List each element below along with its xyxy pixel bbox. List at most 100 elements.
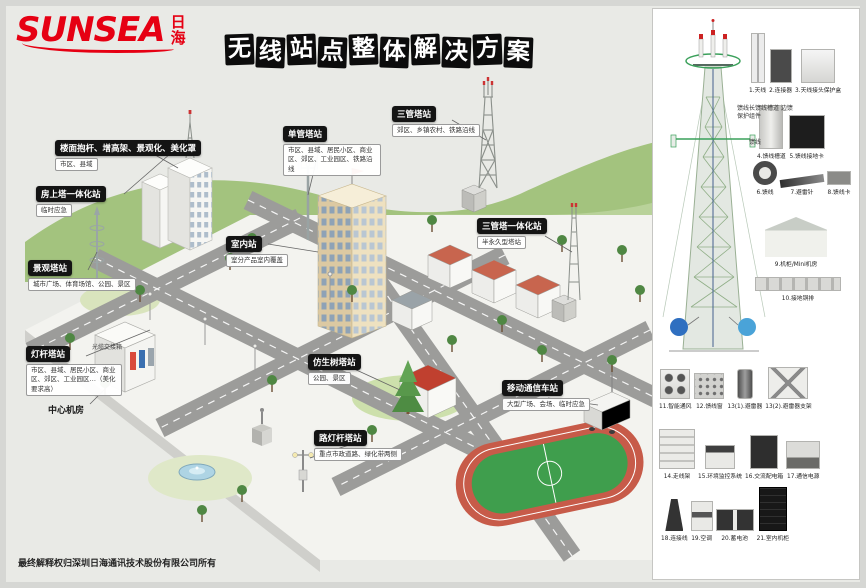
product-label: 12.馈线窗 — [696, 404, 723, 410]
cable-rack-product-image — [659, 429, 695, 469]
callout-title: 室内站 — [226, 236, 262, 252]
tower-label-feeder-trough: 馈线长馈线槽道 边馈保护组件 — [737, 105, 793, 120]
air-conditioner-product-image — [690, 501, 713, 531]
grounding-busbar-product-image — [755, 277, 841, 291]
callout-title: 仿生树塔站 — [308, 354, 361, 370]
arrester-bracket-product-image — [768, 367, 809, 399]
product-item: 5.馈线接地卡 — [788, 115, 825, 160]
callout-title: 景观塔站 — [28, 260, 73, 276]
callout-landscape-tower: 景观塔站 城市广场、体育场馆、公园、景区 — [28, 256, 136, 292]
grounding-kit-product-image — [788, 115, 825, 149]
title-char: 整 — [348, 33, 379, 66]
top-antennas — [698, 19, 728, 58]
product-label: 20.蓄电池 — [721, 536, 748, 542]
equipment-shelters — [461, 184, 577, 323]
lightning-rod-product-image — [779, 173, 825, 189]
product-label: 16.交流配电箱 — [745, 474, 784, 480]
page-title: 无线站点整体解决方案 — [224, 33, 534, 69]
callout-title: 房上塔一体化站 — [36, 186, 106, 202]
product-item: 7.避雷针 — [779, 173, 825, 196]
callout-three-tube-tower: 三管塔站 郊区、乡镇农村、铁路沿线 — [392, 102, 480, 138]
callout-indoor-site: 室内站 室分产品室内覆盖 — [226, 232, 288, 268]
tower-label-feeder: 馈线 — [749, 139, 762, 146]
callout-desc: 公园、景区 — [308, 372, 351, 386]
product-item: 20.蓄电池 — [715, 509, 754, 542]
product-sidebar: 馈线长馈线槽道 边馈保护组件 馈线 1.天线 2.连接器 3.天线接头保护盒 4… — [652, 8, 860, 580]
feeder-window-product-image — [694, 373, 725, 399]
telecom-power-product-image — [786, 441, 821, 469]
callout-lamp-pole-tower: 灯杆塔站 市区、县域、居民小区、商业区、郊区、工业园区…（美化要求高） — [26, 342, 122, 397]
feeder-trough-product-image — [759, 105, 784, 149]
product-item: 12.馈线窗 — [694, 373, 725, 410]
product-item: 11.智能通风 — [659, 369, 691, 410]
callout-desc: 大型广场、会场、临时应急 — [502, 398, 590, 412]
env-monitor-product-image — [705, 445, 735, 469]
product-item: 13(1).避雷器 — [727, 369, 762, 410]
title-char: 无 — [224, 33, 255, 66]
white-buildings — [141, 157, 213, 251]
product-item: 17.通信电源 — [786, 441, 821, 480]
product-item: 21.室内机柜 — [757, 487, 789, 542]
product-item: 1.天线 — [749, 33, 766, 94]
product-item: 3.天线接头保护盒 — [795, 49, 841, 94]
product-item: 6.馈线 — [753, 161, 777, 196]
product-item: 15.环境监控系统 — [698, 445, 742, 480]
callout-desc: 市区、县域 — [55, 158, 98, 172]
product-label: 14.走线架 — [663, 474, 691, 480]
callout-title: 路灯杆塔站 — [314, 430, 367, 446]
product-label: 11.智能通风 — [659, 404, 692, 410]
monument — [252, 408, 272, 446]
protection-box-product-image — [801, 49, 836, 83]
product-row-7: 14.走线架 15.环境监控系统 16.交流配电箱 17.通信电源 — [659, 429, 821, 480]
product-item: 14.走线架 — [659, 429, 695, 480]
product-item: 16.交流配电箱 — [745, 435, 783, 480]
callout-title: 中心机房 — [48, 406, 85, 416]
title-char: 决 — [441, 36, 472, 69]
product-label: 7.避雷针 — [790, 190, 814, 196]
product-row-8: 18.连接线 19.空调 20.蓄电池 21.室内机柜 — [661, 487, 789, 542]
product-label: 18.连接线 — [661, 536, 688, 542]
landscape-tower — [89, 206, 105, 285]
product-label: 6.馈线 — [756, 190, 774, 196]
product-label: 1.天线 — [749, 88, 767, 94]
sidebar-tower-illustration — [662, 19, 766, 352]
integrated-tower — [567, 203, 581, 301]
logo-underline-swoosh — [22, 28, 174, 53]
callout-central-room: 中心机房 — [48, 398, 84, 417]
callout-title: 楼面抱杆、增高架、景观化、美化罩 — [55, 140, 202, 156]
callout-desc: 市区、县域、居民小区、商业区、郊区、工业园区…（美化要求高） — [26, 364, 122, 397]
callout-desc: 室分产品室内覆盖 — [226, 254, 288, 268]
product-row-3: 6.馈线 7.避雷针 8.馈线卡 — [753, 161, 851, 196]
product-label: 10.接地铜排 — [781, 296, 815, 302]
fountain — [178, 463, 216, 481]
product-row-5: 10.接地铜排 — [755, 277, 841, 302]
callout-title: 光缆交接箱 — [92, 344, 123, 351]
bionic-tree-tower — [392, 360, 424, 414]
product-label: 3.天线接头保护盒 — [795, 88, 842, 94]
callout-desc: 市区、县域、居民小区、商业区、郊区、工业园区、铁路沿线 — [283, 144, 381, 177]
product-item: 9.机柜/Mini机房 — [765, 217, 827, 268]
callout-title: 三管塔一体化站 — [477, 218, 547, 234]
base-tanks — [670, 316, 756, 336]
callout-fiber-cabinet: 光缆交接箱 — [92, 334, 122, 353]
product-row-1: 1.天线 2.连接器 3.天线接头保护盒 — [749, 33, 841, 94]
product-row-2: 4.馈线槽道 5.馈线接地卡 — [757, 105, 825, 160]
ac-distribution-product-image — [750, 435, 779, 469]
title-char: 案 — [503, 36, 534, 69]
tan-building — [317, 168, 387, 339]
product-item: 19.空调 — [690, 501, 713, 542]
connection-line-product-image — [665, 499, 684, 531]
antenna-product-image — [750, 33, 765, 83]
product-item: 8.馈线卡 — [827, 171, 851, 196]
logo-brand-text: SUNSEA — [16, 10, 166, 50]
product-label: 15.环境监控系统 — [698, 474, 743, 480]
callout-desc: 郊区、乡镇农村、铁路沿线 — [392, 124, 480, 138]
product-label: 2.连接器 — [769, 88, 793, 94]
product-label: 9.机柜/Mini机房 — [774, 262, 818, 268]
callout-title: 三管塔站 — [392, 106, 437, 122]
feeder-cable-product-image — [753, 161, 777, 185]
logo: SUNSEA 日海 — [16, 12, 189, 48]
title-char: 点 — [317, 36, 348, 69]
arrester-product-image — [736, 369, 753, 399]
title-char: 站 — [286, 33, 317, 66]
